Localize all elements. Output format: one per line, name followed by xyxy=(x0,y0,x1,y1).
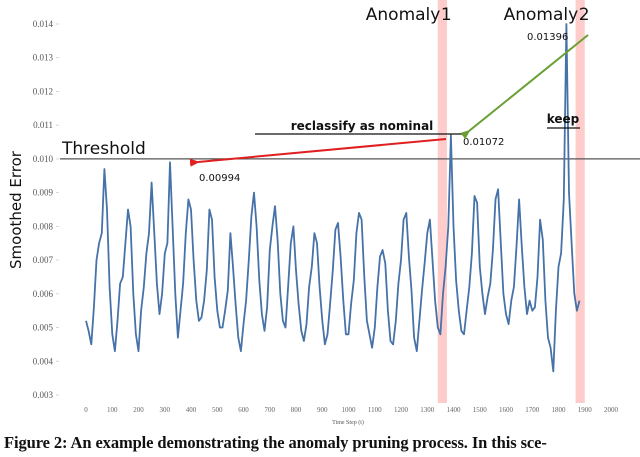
x-tick-label: 200 xyxy=(133,406,144,414)
x-tick-label: 1700 xyxy=(525,406,540,414)
x-tick-label: 1500 xyxy=(473,406,488,414)
y-tick-label: 0.005 xyxy=(33,323,54,333)
anomaly-label-2: Anomaly xyxy=(504,5,579,25)
reclassify-arrow xyxy=(189,138,447,167)
anomaly-number-2: 2 xyxy=(579,5,590,25)
anomaly-number-1: 1 xyxy=(441,5,452,25)
x-tick-label: 1900 xyxy=(578,406,593,414)
threshold-label: Threshold xyxy=(61,139,146,159)
x-tick-label: 1200 xyxy=(394,406,409,414)
x-tick-label: 1600 xyxy=(499,406,514,414)
x-tick-label: 400 xyxy=(186,406,197,414)
x-tick-label: 800 xyxy=(291,406,302,414)
x-tick-label: 500 xyxy=(212,406,223,414)
x-tick-label: 1100 xyxy=(368,406,382,414)
smoothed-error-line xyxy=(85,23,581,373)
x-tick-label: 300 xyxy=(160,406,171,414)
y-axis-ticks: 0.003 0.004 0.005 0.006 0.007 0.008 0.009 0.010… xyxy=(33,19,59,400)
x-tick-label: 1800 xyxy=(552,406,567,414)
anomaly-band-1 xyxy=(437,0,447,403)
x-tick-label: 1400 xyxy=(447,406,462,414)
x-tick-label: 2000 xyxy=(604,406,619,414)
y-tick-label: 0.014 xyxy=(33,19,54,29)
x-tick-label: 1300 xyxy=(420,406,435,414)
x-axis-ticks: 0 100 200 300 400 500 600 700 800 900 1000 1100 1200… xyxy=(84,406,618,414)
x-tick-label: 100 xyxy=(107,406,118,414)
value-label-01396: 0.01396 xyxy=(527,32,568,43)
anomaly-label-1: Anomaly xyxy=(366,5,441,25)
figure-caption: Figure 2: An example demonstrating the a… xyxy=(4,433,547,452)
value-label-00994: 0.00994 xyxy=(199,173,240,184)
y-tick-label: 0.010 xyxy=(33,154,54,164)
y-axis-label: Smoothed Error xyxy=(7,150,25,269)
anomaly-band-2 xyxy=(575,0,585,403)
y-tick-label: 0.009 xyxy=(33,188,54,198)
reclassify-label: reclassify as nominal xyxy=(291,119,434,133)
y-tick-label: 0.003 xyxy=(33,390,54,400)
y-tick-label: 0.004 xyxy=(33,356,54,366)
y-tick-label: 0.006 xyxy=(33,289,54,299)
y-tick-label: 0.012 xyxy=(33,86,53,96)
annotations: 0.00994 0.01072 0.01396 reclassify as nomin… xyxy=(199,32,580,184)
x-tick-label: 1000 xyxy=(342,406,357,414)
x-tick-label: 600 xyxy=(238,406,249,414)
x-tick-label: 900 xyxy=(317,406,328,414)
value-label-01072: 0.01072 xyxy=(463,137,504,148)
keep-label: keep xyxy=(547,112,580,126)
y-tick-label: 0.008 xyxy=(33,221,54,231)
x-axis-label: Time Step (t) xyxy=(332,419,364,426)
y-tick-label: 0.013 xyxy=(33,53,54,63)
keep-arrow xyxy=(460,34,589,140)
x-tick-label: 0 xyxy=(84,406,88,414)
x-tick-label: 700 xyxy=(265,406,276,414)
y-tick-label: 0.011 xyxy=(33,120,53,130)
y-tick-label: 0.007 xyxy=(33,255,54,265)
